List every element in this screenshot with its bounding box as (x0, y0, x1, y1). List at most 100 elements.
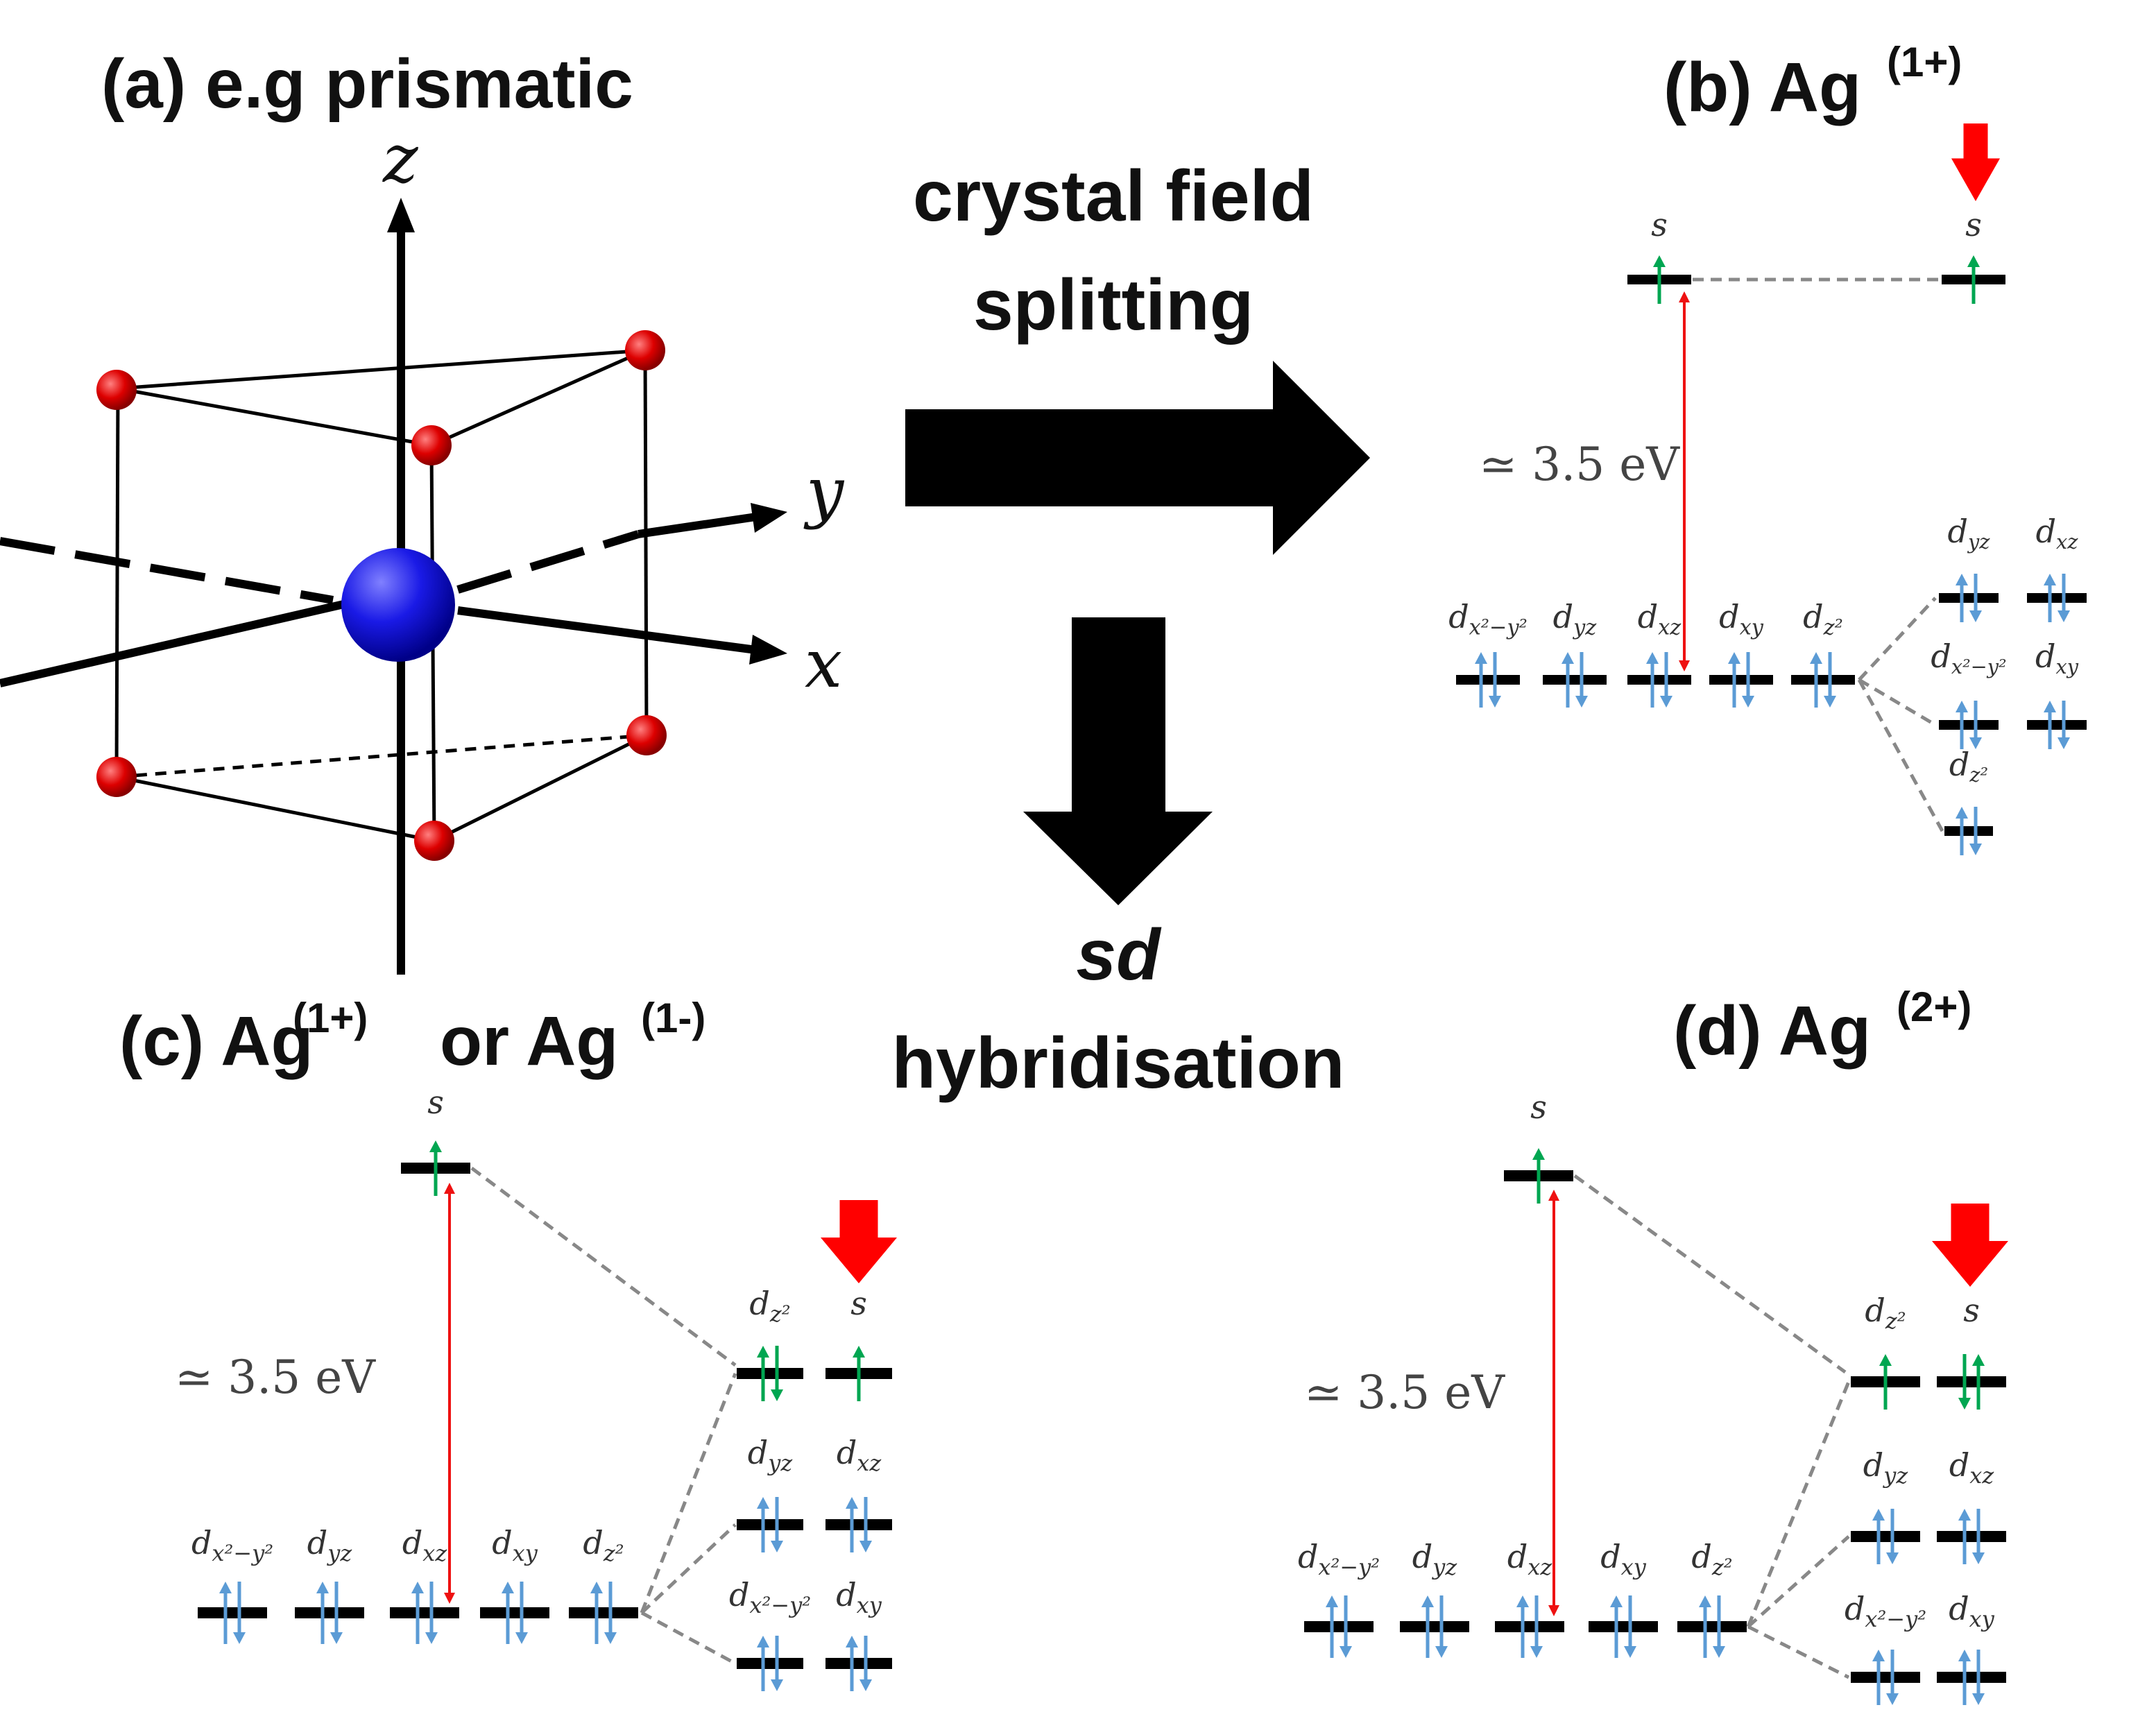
ligand-atom (625, 330, 665, 370)
spin-up-arrowhead (2044, 701, 2056, 712)
spin-up-arrowhead (1958, 1650, 1971, 1661)
orbital-label: s (1965, 206, 1982, 243)
spin-down-arrowhead (1660, 696, 1672, 708)
orbital-label: dyz (1553, 598, 1598, 640)
panel-b-charge: (1+) (1887, 39, 1962, 85)
spin-up-arrowhead (1956, 701, 1968, 712)
spin-up-arrowhead (1653, 255, 1666, 267)
orbital-label: dxz (2036, 513, 2079, 554)
orbital-subscript: yz (767, 1450, 793, 1476)
spin-up-arrowhead (429, 1140, 442, 1152)
spin-up-arrowhead (1646, 652, 1659, 664)
orbital-label: dz² (749, 1285, 790, 1327)
spin-down-arrowhead (859, 1541, 872, 1552)
spin-up-arrowhead (219, 1582, 232, 1593)
orbital-label: dx²−y² (1298, 1538, 1380, 1580)
spin-up-arrowhead (1728, 652, 1740, 664)
axis-label-z: z (382, 120, 419, 198)
orbital-label: dxy (492, 1524, 538, 1566)
spin-down-arrowhead (233, 1632, 246, 1644)
axis-label-x: x (805, 625, 842, 703)
ligand-atom (414, 821, 454, 861)
spin-up-arrowhead (1699, 1595, 1711, 1607)
spin-up-arrowhead (316, 1582, 329, 1593)
orbital-label: dxy (1719, 598, 1764, 640)
orbital-label: s (1651, 206, 1668, 243)
orbital-label: s (1963, 1292, 1980, 1329)
panel-c-charge1: (1+) (293, 995, 368, 1041)
prism-edge (433, 733, 648, 843)
spin-down-arrowhead (859, 1679, 872, 1691)
spin-up-arrowhead (1610, 1595, 1623, 1607)
spin-down-arrowhead (604, 1632, 617, 1644)
orbital-label: dz² (1691, 1538, 1732, 1580)
spin-down-arrowhead (1972, 1693, 1985, 1705)
prism-edge (116, 775, 435, 843)
orbital-label: dz² (1949, 746, 1988, 787)
spin-down-arrowhead (1713, 1646, 1725, 1658)
spin-down-arrowhead (2057, 610, 2070, 622)
spin-down-arrowhead (1969, 844, 1982, 855)
spin-down-arrowhead (1886, 1552, 1899, 1564)
prism-edge (643, 350, 649, 736)
orbital-subscript: yz (1431, 1554, 1457, 1580)
correlation-line (640, 1523, 737, 1614)
orbital-subscript: yz (326, 1540, 352, 1566)
orbital-subscript: xz (1658, 616, 1682, 640)
crystal-field-arrow: crystal field splitting (905, 156, 1370, 555)
orbital-subscript: xy (2055, 655, 2078, 678)
prism-edge (117, 386, 432, 447)
orbital-subscript: xy (857, 1592, 882, 1618)
orbital-label: dxy (2035, 637, 2079, 678)
spin-up-arrowhead (2044, 574, 2056, 585)
orbital-label: dx²−y² (191, 1524, 273, 1566)
energy-gap-arrowhead (1548, 1190, 1559, 1201)
correlation-line (640, 1373, 737, 1613)
occupation-marker-arrow (821, 1200, 897, 1283)
correlation-line (1573, 1174, 1847, 1374)
spin-down-arrowhead (425, 1632, 438, 1644)
occupation-marker-arrow (1951, 123, 2000, 201)
spin-up-arrowhead (590, 1582, 603, 1593)
orbital-subscript: x²−y² (1951, 655, 2007, 678)
correlation-line (1747, 1535, 1850, 1628)
energy-gap-arrowhead (1679, 291, 1690, 302)
orbital-label: dz² (1865, 1292, 1906, 1334)
orbital-label: dxy (1949, 1590, 1995, 1632)
occupation-marker-arrow (1932, 1204, 2008, 1287)
correlation-line (640, 1611, 737, 1666)
orbital-subscript: xy (1621, 1554, 1647, 1580)
spin-up-arrowhead (1810, 652, 1822, 664)
axis-label-y: y (803, 453, 845, 531)
orbital-subscript: yz (1572, 616, 1597, 640)
orbital-subscript: x²−y² (749, 1592, 811, 1618)
orbital-label: dyz (1863, 1446, 1909, 1489)
orbital-subscript: z² (1969, 763, 1988, 787)
correlation-line (1747, 1625, 1850, 1679)
spin-down-arrowhead (1340, 1646, 1352, 1658)
orbital-subscript: z² (1711, 1554, 1733, 1580)
spin-down-arrowhead (1742, 696, 1754, 708)
spin-up-arrowhead (1872, 1650, 1885, 1661)
orbital-subscript: xy (1969, 1606, 1995, 1632)
orbital-subscript: z² (1885, 1308, 1906, 1334)
correlation-line (1857, 678, 1944, 832)
down-arrow-shape (1023, 617, 1213, 905)
sd-label: sd (1076, 915, 1162, 995)
spin-down-arrowhead (515, 1632, 528, 1644)
energy-gap-arrowhead (1548, 1605, 1559, 1616)
x-axis (457, 606, 757, 654)
panel-c-title: (c) Ag (1+) or Ag (1-) (119, 995, 705, 1080)
orbital-label: dxz (1638, 598, 1682, 640)
spin-up-arrowhead (1956, 574, 1968, 585)
right-arrow-shape (905, 361, 1370, 555)
sd-hybridisation-arrow: sd hybridisation (892, 617, 1345, 1104)
spin-down-arrowhead (1958, 1398, 1971, 1410)
spin-up-arrowhead (1421, 1595, 1434, 1607)
correlation-line (1858, 597, 1937, 681)
hybridisation-label: hybridisation (892, 1023, 1345, 1104)
orbital-label: dx²−y² (729, 1576, 811, 1618)
spin-down-arrowhead (1489, 696, 1501, 708)
splitting-label: splitting (973, 265, 1254, 345)
